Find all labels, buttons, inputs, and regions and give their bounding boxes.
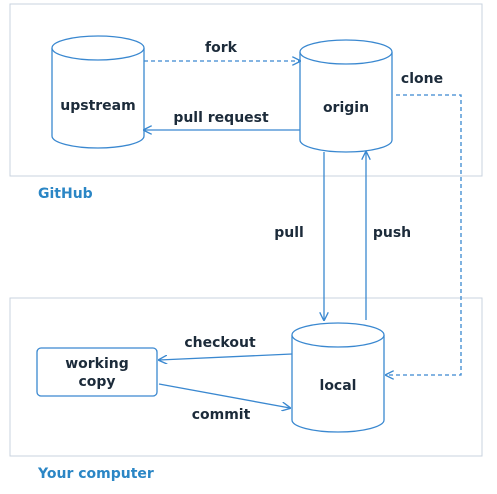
push-label: push xyxy=(373,225,411,241)
github-region xyxy=(9,3,483,177)
checkout-label: checkout xyxy=(184,335,256,351)
clone-arrow xyxy=(386,94,462,375)
upstream-node: upstream xyxy=(51,35,145,149)
working-copy-label-line1: working xyxy=(65,356,129,372)
local-label: local xyxy=(320,378,357,394)
commit-label: commit xyxy=(192,407,251,423)
commit-arrow xyxy=(158,383,290,408)
pull-label: pull xyxy=(274,225,304,241)
computer-region-label: Your computer xyxy=(37,466,154,482)
pull-request-label: pull request xyxy=(173,110,269,126)
upstream-label: upstream xyxy=(60,98,135,114)
computer-region xyxy=(9,297,483,457)
working-copy-node: working copy xyxy=(36,347,158,397)
fork-label: fork xyxy=(205,40,238,56)
local-node: local xyxy=(291,322,385,433)
checkout-arrow xyxy=(159,353,293,360)
clone-label: clone xyxy=(401,71,443,87)
origin-node: origin xyxy=(299,39,393,153)
origin-label: origin xyxy=(323,100,369,116)
github-region-label: GitHub xyxy=(38,186,93,202)
working-copy-label-line2: copy xyxy=(78,374,115,390)
